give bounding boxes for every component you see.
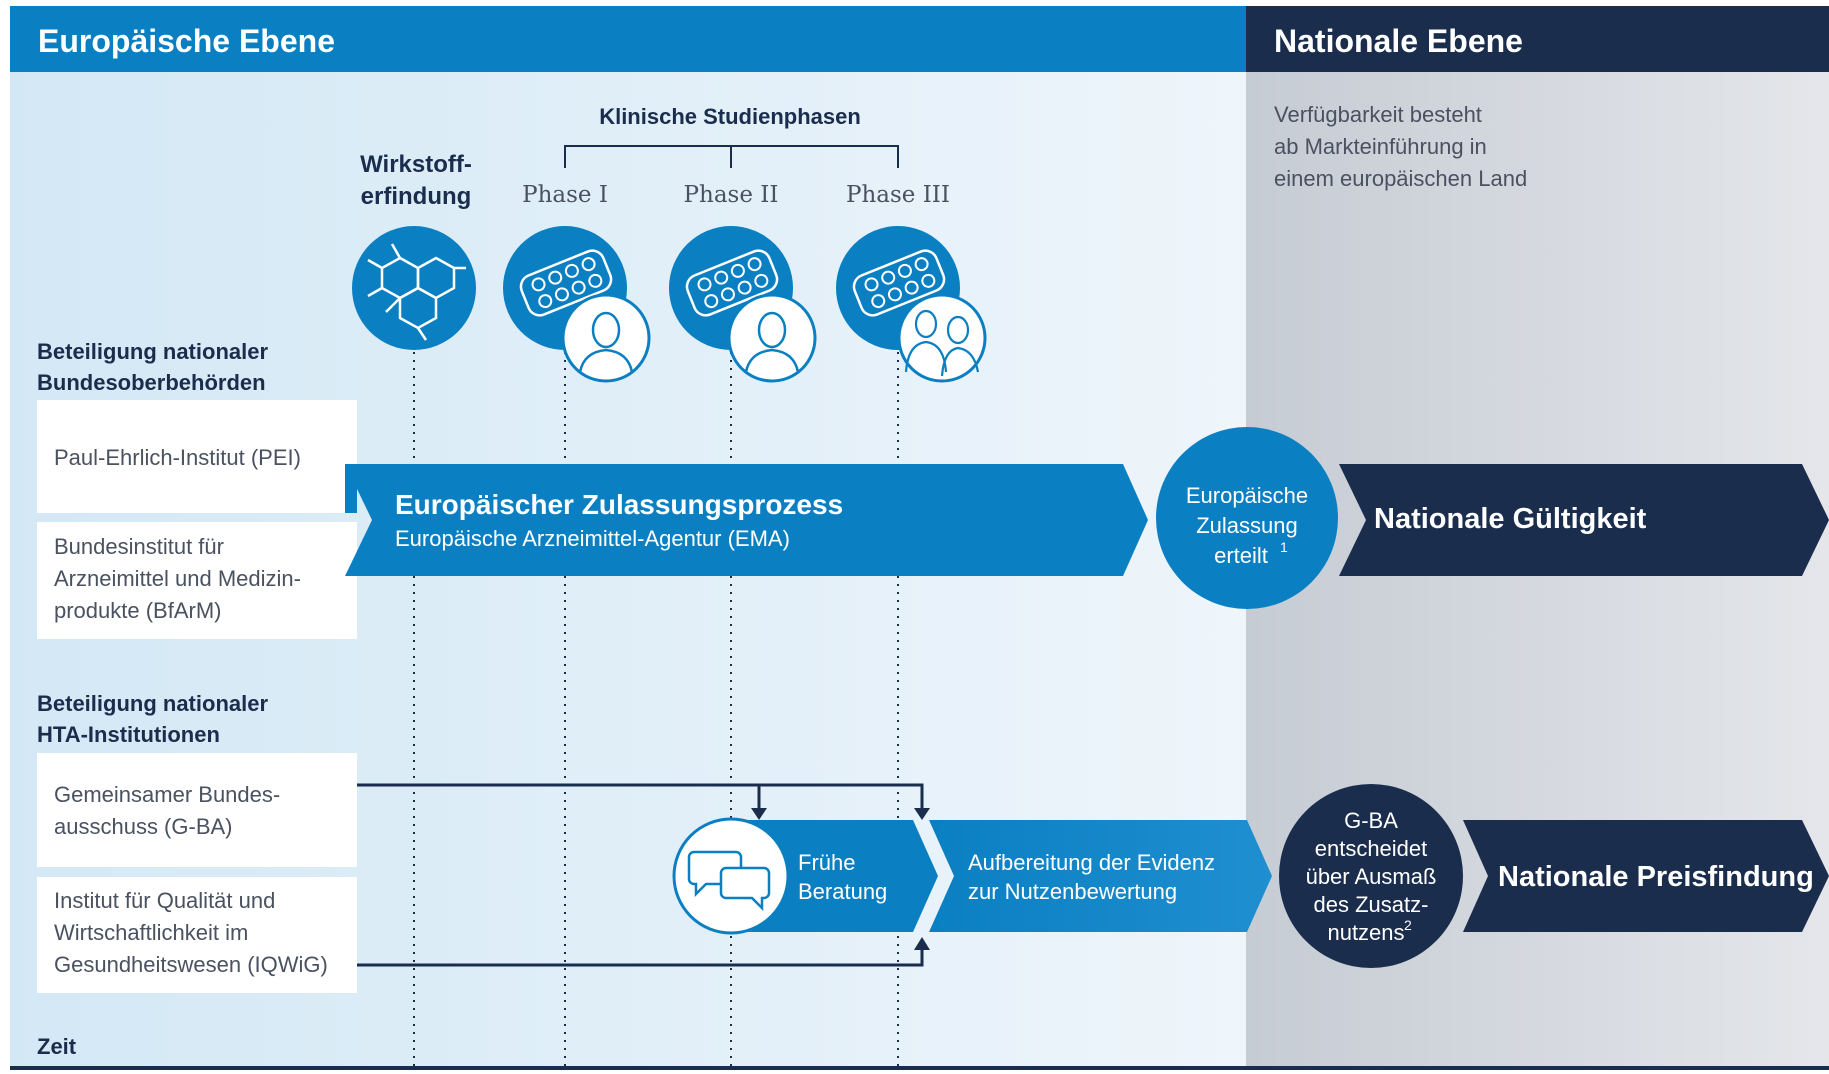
phase-1-icon <box>503 226 651 383</box>
national-pricing-arrow <box>1463 820 1829 932</box>
iqwig-label-line-1: Institut für Qualität und <box>54 888 275 913</box>
iqwig-box <box>37 877 357 993</box>
pill-blister-icon <box>685 249 779 317</box>
phase-2-label: Phase II <box>684 182 779 208</box>
evidence-line-2: zur Nutzenbewertung <box>968 879 1177 904</box>
patients-group-icon <box>897 293 987 383</box>
national-pricing-label: Nationale Preisfindung <box>1498 861 1814 893</box>
hta-heading-line-2: HTA-Institutionen <box>37 722 220 747</box>
gba-circle-line-4: des Zusatz- <box>1314 892 1429 917</box>
approval-granted-circle <box>1156 427 1338 609</box>
early-advice-arrow <box>745 820 938 932</box>
time-axis <box>10 1066 1829 1070</box>
clinical-phases-title: Klinische Studienphasen <box>599 104 861 129</box>
approval-circle-line-2: Zulassung <box>1196 513 1298 538</box>
pei-label: Paul-Ehrlich-Institut (PEI) <box>54 445 301 470</box>
european-header-title: Europäische Ebene <box>38 23 335 59</box>
iqwig-label-line-2: Wirtschaftlichkeit im <box>54 920 248 945</box>
national-validity-arrow <box>1339 464 1829 576</box>
gba-label-line-1: Gemeinsamer Bundes- <box>54 782 280 807</box>
national-validity-label: Nationale Gültigkeit <box>1374 503 1647 535</box>
molecule-icon <box>352 226 476 350</box>
authorities-heading-line-2: Bundesoberbehörden <box>37 370 266 395</box>
patient-icon <box>561 293 651 383</box>
pill-blister-icon <box>519 249 613 317</box>
approval-process-title: Europäischer Zulassungsprozess <box>395 489 843 520</box>
national-note-line-3: einem europäischen Land <box>1274 166 1527 191</box>
evidence-preparation-arrow <box>929 820 1272 932</box>
gba-circle-line-3: über Ausmaß <box>1306 864 1437 889</box>
time-label: Zeit <box>37 1034 77 1059</box>
early-advice-line-1: Frühe <box>798 850 855 875</box>
authorities-heading-line-1: Beteiligung nationaler <box>37 339 268 364</box>
national-header-bar <box>1246 6 1829 72</box>
bfarm-label-line-3: produkte (BfArM) <box>54 598 222 623</box>
approval-process-subtitle: Europäische Arzneimittel-Agentur (EMA) <box>395 526 790 551</box>
gba-circle-line-2: entscheidet <box>1315 836 1428 861</box>
phases-bracket <box>564 145 899 168</box>
chat-bubbles-icon <box>672 817 790 935</box>
approval-arrow-tail <box>345 464 357 513</box>
gba-label-line-2: ausschuss (G-BA) <box>54 814 233 839</box>
european-header-bar <box>10 6 1246 72</box>
bfarm-label-line-1: Bundesinstitut für <box>54 534 224 559</box>
phase-2-icon <box>669 226 817 383</box>
national-note-line-2: ab Markteinführung in <box>1274 134 1487 159</box>
pei-box <box>37 400 357 513</box>
phase-3-icon <box>836 226 987 383</box>
national-header-title: Nationale Ebene <box>1274 23 1523 59</box>
national-note-line-1: Verfügbarkeit besteht <box>1274 102 1482 127</box>
iqwig-label-line-3: Gesundheitswesen (IQWiG) <box>54 952 328 977</box>
bfarm-label-line-2: Arzneimittel und Medizin- <box>54 566 301 591</box>
hta-connectors <box>357 783 930 967</box>
discovery-label-line-1: Wirkstoff- <box>360 151 472 178</box>
phase-3-label: Phase III <box>846 182 950 208</box>
evidence-line-1: Aufbereitung der Evidenz <box>968 850 1215 875</box>
gba-decision-circle <box>1279 784 1463 968</box>
approval-circle-line-3: erteilt <box>1214 543 1268 568</box>
hta-heading-line-1: Beteiligung nationaler <box>37 691 268 716</box>
patient-icon <box>727 293 817 383</box>
gba-box <box>37 753 357 867</box>
bfarm-box <box>37 522 357 639</box>
pill-blister-icon <box>852 249 946 317</box>
approval-process-arrow <box>345 464 1148 576</box>
discovery-label-line-2: erfindung <box>361 183 472 210</box>
phase-1-label: Phase I <box>522 182 608 208</box>
early-advice-line-2: Beratung <box>798 879 887 904</box>
gba-footnote-marker: 2 <box>1404 917 1412 933</box>
gba-circle-line-1: G-BA <box>1344 808 1398 833</box>
approval-footnote-marker: 1 <box>1280 539 1288 555</box>
approval-circle-line-1: Europäische <box>1186 483 1308 508</box>
gba-circle-line-5: nutzens <box>1327 920 1404 945</box>
